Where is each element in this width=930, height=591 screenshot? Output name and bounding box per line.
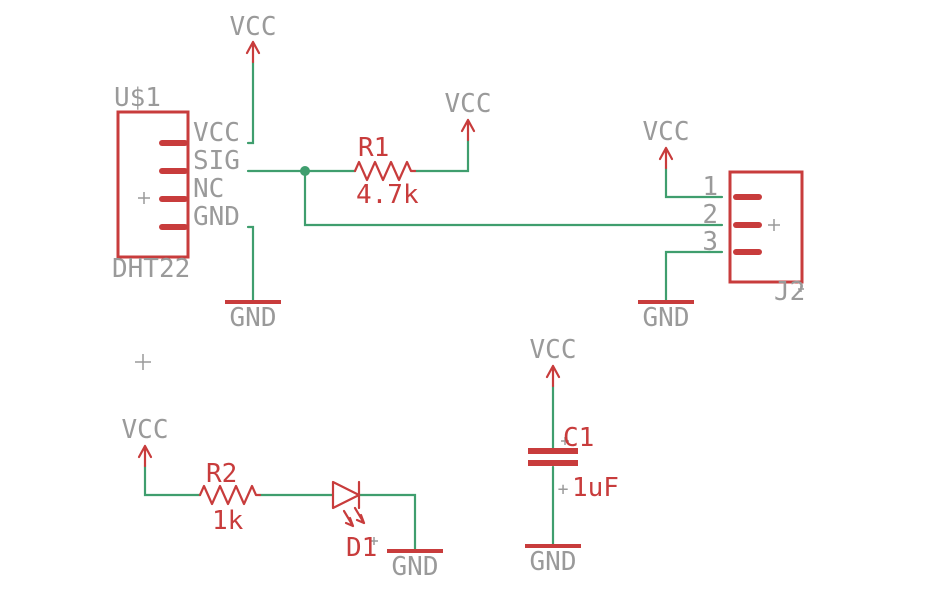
led-emission-arrow-icon [353, 506, 366, 525]
origin-cross-icon [768, 219, 780, 231]
vcc-arrow-icon [245, 40, 261, 64]
wire-d1-to-gnd[interactable] [358, 493, 417, 553]
vcc-label: VCC [445, 89, 492, 119]
resistor-zigzag-icon [353, 160, 417, 182]
j2-pin-number-3: 3 [702, 227, 718, 257]
vcc-arrow-icon [658, 146, 674, 170]
j2-pin-number-1: 1 [702, 172, 718, 202]
dht22-value: DHT22 [112, 254, 190, 284]
component-r2[interactable]: R2 1k [198, 459, 262, 536]
wire-sig-to-j2pin2[interactable] [303, 169, 724, 227]
capacitor-bottom-plate-icon [528, 460, 578, 466]
dht22-pin-label-sig: SIG [193, 146, 240, 176]
capacitor-top-plate-icon [528, 448, 578, 454]
gnd-label: GND [392, 552, 439, 582]
vcc-symbol-j2[interactable]: VCC [643, 117, 690, 170]
gnd-symbol-dht22[interactable]: GND [225, 300, 281, 333]
r1-refdes: R1 [358, 133, 389, 163]
sheet-origin-cross-icon [135, 354, 151, 370]
component-d1[interactable]: D1 [331, 480, 378, 563]
j2-body [728, 170, 804, 284]
origin-cross-icon [138, 192, 150, 204]
vcc-label: VCC [643, 117, 690, 147]
gnd-label: GND [643, 303, 690, 333]
led-triangle-icon [331, 480, 361, 510]
c1-value: 1uF [572, 473, 619, 503]
component-c1[interactable]: C1 + 1uF [528, 423, 619, 503]
c1-polarity-mark: + [558, 479, 569, 500]
dht22-pin-label-nc: NC [193, 174, 224, 204]
wire-vcc-to-r2[interactable] [143, 464, 202, 497]
j2-pin-number-2: 2 [702, 200, 718, 230]
vcc-symbol-r2[interactable]: VCC [122, 415, 169, 468]
c1-refdes: C1 [563, 423, 594, 453]
origin-cross-icon [561, 437, 569, 445]
origin-cross-icon [370, 537, 378, 545]
gnd-symbol-j2[interactable]: GND [638, 300, 694, 333]
wire-r1-to-vcc[interactable] [413, 138, 470, 173]
dht22-refdes: U$1 [114, 83, 161, 113]
j2-refdes: J2 [774, 277, 805, 307]
resistor-zigzag-icon [198, 484, 262, 506]
dht22-pin-label-vcc: VCC [193, 118, 240, 148]
r2-refdes: R2 [206, 459, 237, 489]
dht22-body [116, 110, 190, 259]
vcc-label: VCC [530, 335, 577, 365]
vcc-symbol-r1[interactable]: VCC [445, 89, 492, 142]
wire-u1vcc-to-vcc[interactable] [246, 60, 255, 145]
d1-refdes: D1 [346, 533, 377, 563]
led-emission-arrow-icon [342, 509, 355, 528]
vcc-label: VCC [230, 12, 277, 42]
vcc-symbol-dht22[interactable]: VCC [230, 12, 277, 64]
wire-j2pin3-to-gnd[interactable] [664, 250, 724, 304]
gnd-symbol-c1[interactable]: GND [525, 544, 581, 577]
junction-dot[interactable] [300, 166, 310, 176]
r2-value: 1k [212, 506, 244, 536]
vcc-arrow-icon [137, 444, 153, 468]
vcc-arrow-icon [545, 364, 561, 388]
component-dht22[interactable]: VCC SIG NC GND U$1 DHT22 [112, 83, 240, 284]
vcc-arrow-icon [460, 118, 476, 142]
component-r1[interactable]: R1 4.7k [353, 133, 419, 210]
vcc-symbol-c1[interactable]: VCC [530, 335, 577, 388]
gnd-symbol-d1[interactable]: GND [387, 549, 443, 582]
origin-cross-icon [798, 286, 804, 292]
vcc-label: VCC [122, 415, 169, 445]
gnd-label: GND [530, 547, 577, 577]
component-j2[interactable]: 1 2 3 J2 [702, 170, 805, 307]
wire-u1gnd-to-gnd[interactable] [246, 225, 255, 304]
r1-value: 4.7k [356, 180, 419, 210]
wire-vcc-to-j2pin1[interactable] [664, 166, 724, 199]
dht22-pin-label-gnd: GND [193, 202, 240, 232]
gnd-label: GND [230, 303, 277, 333]
net-wires [143, 60, 724, 553]
